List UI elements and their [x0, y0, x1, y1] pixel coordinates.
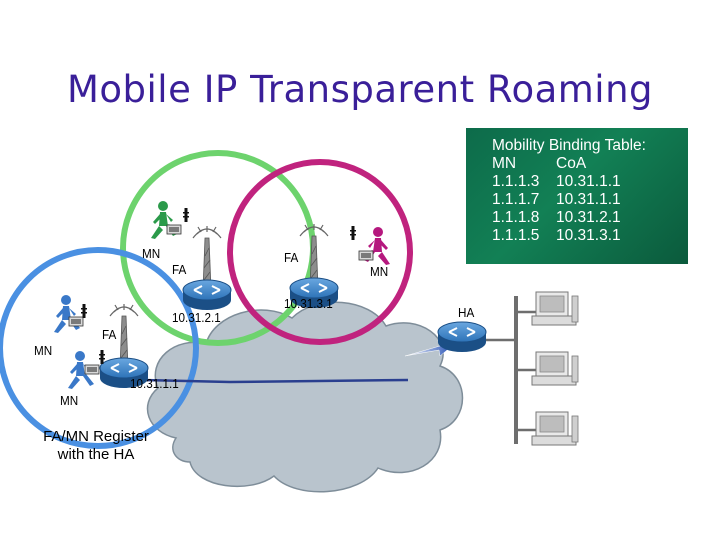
mn-label-blue-top: MN: [34, 343, 53, 358]
laptop-icon: [358, 250, 374, 261]
desktop-computer-icon: [531, 351, 579, 386]
coa-address: 10.31.1.1: [556, 173, 621, 190]
table-row: 1.1.1.7 10.31.1.1: [492, 191, 688, 209]
router-icon: [182, 279, 232, 311]
laptop-icon: [68, 316, 84, 327]
caption: FA/MN Register with the HA: [43, 428, 149, 463]
phone-icon: [81, 304, 87, 318]
router-icon: [437, 321, 487, 353]
desktop-computer-icon: [531, 291, 579, 326]
link-line: [142, 378, 409, 384]
mn-address: 1.1.1.3: [492, 173, 540, 190]
ha-label: HA: [458, 305, 475, 320]
cloud-icon: [146, 301, 464, 493]
address-label-magenta: 10.31.3.1: [284, 296, 333, 311]
table-row: 1.1.1.3 10.31.1.1: [492, 173, 688, 191]
column-header: CoA: [556, 155, 587, 172]
mn-label-magenta: MN: [370, 264, 389, 279]
fa-label-blue: FA: [102, 327, 117, 342]
phone-icon: [183, 208, 189, 222]
coa-address: 10.31.2.1: [556, 209, 621, 226]
table-row: 1.1.1.8 10.31.2.1: [492, 209, 688, 227]
slide-title: Mobile IP Transparent Roaming: [66, 68, 654, 111]
fa-label-green: FA: [172, 262, 187, 277]
mn-address: 1.1.1.8: [492, 209, 540, 226]
table-row: 1.1.1.5 10.31.3.1: [492, 227, 688, 245]
fa-label-magenta: FA: [284, 250, 299, 265]
table-header-row: MN CoA: [492, 155, 688, 173]
mn-label-green: MN: [142, 246, 161, 261]
mn-label-blue-bottom: MN: [60, 393, 79, 408]
laptop-icon: [84, 364, 100, 375]
mn-address: 1.1.1.5: [492, 227, 540, 244]
coa-address: 10.31.1.1: [556, 191, 621, 208]
address-label-blue: 10.31.1.1: [130, 376, 179, 391]
mobility-binding-table: Mobility Binding Table: MN CoA 1.1.1.3 1…: [466, 128, 688, 264]
cell-blue: [0, 247, 199, 449]
desktop-computer-icon: [531, 411, 579, 446]
mn-address: 1.1.1.7: [492, 191, 540, 208]
person-icon: [54, 295, 80, 333]
column-header: MN: [492, 155, 517, 172]
coa-address: 10.31.3.1: [556, 227, 621, 244]
phone-icon: [350, 226, 356, 240]
table-heading: Mobility Binding Table:: [492, 137, 646, 154]
address-label-green: 10.31.2.1: [172, 310, 221, 325]
laptop-icon: [166, 224, 182, 235]
cell-magenta: [227, 159, 413, 345]
